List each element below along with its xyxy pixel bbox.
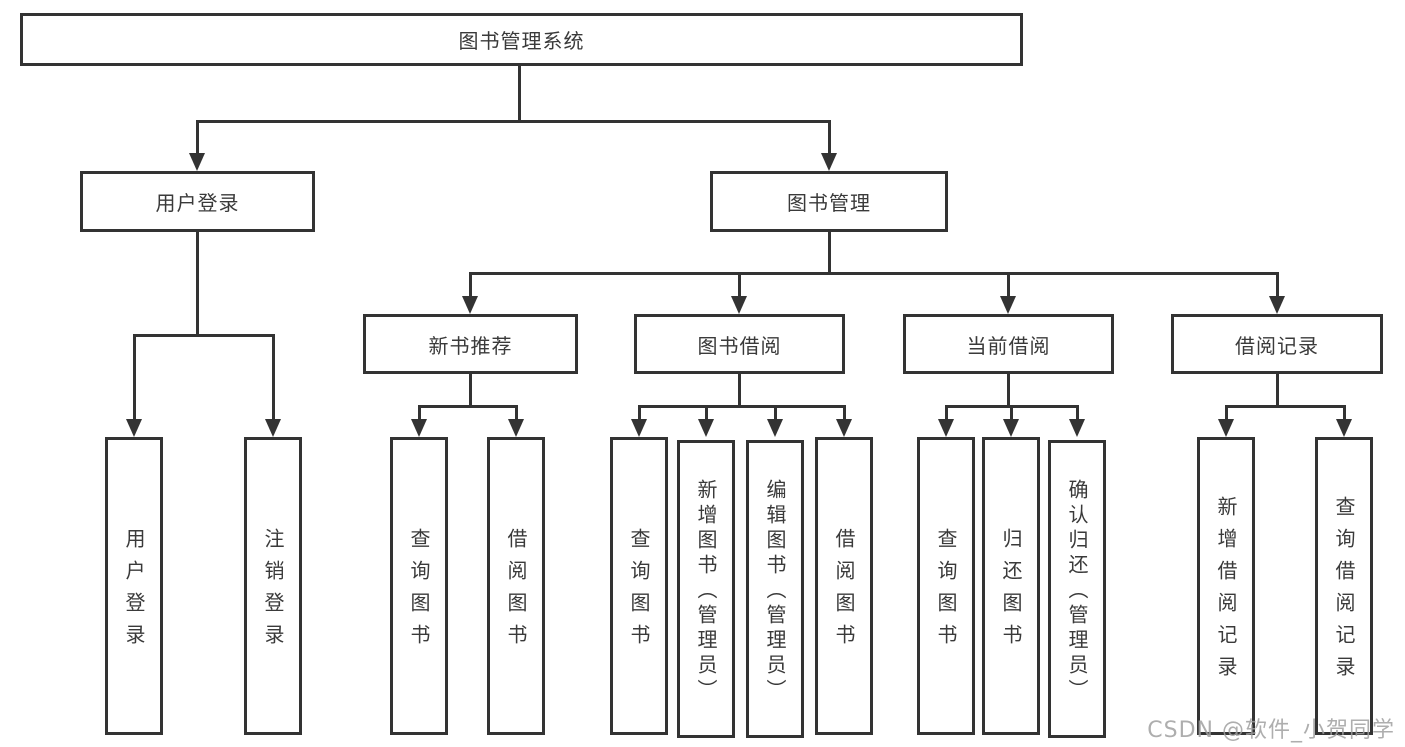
node-query-books-1: 查询图书 [390,437,448,735]
node-book-borrowing: 图书借阅 [634,314,845,374]
connector-user-login-rail [133,334,275,337]
node-label: 归还图书 [999,528,1023,656]
arrowhead-return-books [1003,419,1019,437]
node-label: 查询图书 [934,528,958,656]
connector-book-borrow-rail [638,405,846,408]
node-borrow-books-1: 借阅图书 [487,437,545,735]
node-label: 查询图书 [407,528,431,656]
connector-drop-logout-leaf [272,334,275,421]
node-label: 确认归还（管理员） [1065,479,1089,704]
connector-drop-borrow-records [1276,272,1279,298]
arrowhead-query1 [411,419,427,437]
node-label: 查询图书 [627,528,651,656]
arrowhead-user-login [189,153,205,171]
node-confirm-return-admin: 确认归还（管理员） [1048,440,1106,738]
connector-drop-query3 [945,405,948,421]
connector-drop-query-record [1343,405,1346,421]
connector-drop-book-borrow [738,272,741,298]
connector-user-login-stem [196,232,199,337]
arrowhead-query3 [938,419,954,437]
csdn-watermark: CSDN @软件_小贺同学 [1147,718,1395,743]
node-label: 用户登录 [155,191,240,215]
node-user-login-leaf: 用户登录 [105,437,163,735]
connector-drop-current-borrow [1007,272,1010,298]
connector-drop-borrow2 [843,405,846,421]
arrowhead-borrow1 [508,419,524,437]
arrowhead-login-leaf [126,419,142,437]
connector-drop-new-book [469,272,472,298]
connector-book-management-rail [469,272,1279,275]
arrowhead-current-borrow [1000,296,1016,314]
connector-new-book-stem [469,374,472,408]
connector-drop-add-books [705,405,708,421]
node-label: 图书管理系统 [458,29,585,53]
connector-root-rail [196,120,831,123]
node-label: 查询借阅记录 [1332,496,1356,688]
connector-drop-return-books [1010,405,1013,421]
connector-drop-query2 [638,405,641,421]
node-edit-books-admin: 编辑图书（管理员） [746,440,804,738]
node-borrowing-records: 借阅记录 [1171,314,1383,374]
node-label: 图书借阅 [697,333,782,358]
node-label: 借阅图书 [832,528,856,656]
node-new-book-recommendation: 新书推荐 [363,314,578,374]
node-label: 注销登录 [261,528,285,656]
node-label: 用户登录 [122,528,146,656]
node-query-books-2: 查询图书 [610,437,668,735]
arrowhead-borrow2 [836,419,852,437]
node-add-borrow-record: 新增借阅记录 [1197,437,1255,735]
node-borrow-books-2: 借阅图书 [815,437,873,735]
arrowhead-add-books [698,419,714,437]
connector-drop-query1 [418,405,421,421]
node-label: 新书推荐 [428,333,513,358]
connector-root-stem [518,66,521,123]
node-label: 编辑图书（管理员） [763,479,787,704]
node-add-books-admin: 新增图书（管理员） [677,440,735,738]
connector-drop-edit-books [774,405,777,421]
connector-current-borrow-stem [1007,374,1010,408]
arrowhead-book-borrow [731,296,747,314]
node-library-management-system: 图书管理系统 [20,13,1023,66]
arrowhead-query-record [1336,419,1352,437]
connector-drop-user-login [196,120,199,155]
connector-records-stem [1276,374,1279,408]
arrowhead-borrow-records [1269,296,1285,314]
arrowhead-query2 [631,419,647,437]
node-query-borrow-record: 查询借阅记录 [1315,437,1373,735]
arrowhead-book-management [821,153,837,171]
connector-drop-login-leaf [133,334,136,421]
connector-new-book-rail [418,405,518,408]
arrowhead-new-book [462,296,478,314]
arrowhead-confirm-return [1069,419,1085,437]
node-label: 借阅图书 [504,528,528,656]
node-label: 借阅记录 [1235,333,1319,358]
node-logout-leaf: 注销登录 [244,437,302,735]
connector-drop-book-management [828,120,831,155]
node-label: 图书管理 [787,191,871,215]
node-label: 新增图书（管理员） [694,479,718,704]
node-query-books-3: 查询图书 [917,437,975,735]
arrowhead-add-record [1218,419,1234,437]
node-book-management: 图书管理 [710,171,948,232]
connector-records-rail [1225,405,1345,408]
node-label: 当前借阅 [966,333,1051,358]
connector-drop-confirm-return [1076,405,1079,421]
node-user-login: 用户登录 [80,171,315,232]
connector-drop-borrow1 [515,405,518,421]
connector-book-borrow-stem [738,374,741,408]
node-current-borrowing: 当前借阅 [903,314,1114,374]
arrowhead-edit-books [767,419,783,437]
connector-book-management-stem [828,232,831,274]
connector-drop-add-record [1225,405,1228,421]
node-return-books: 归还图书 [982,437,1040,735]
arrowhead-logout-leaf [265,419,281,437]
node-label: 新增借阅记录 [1214,496,1238,688]
